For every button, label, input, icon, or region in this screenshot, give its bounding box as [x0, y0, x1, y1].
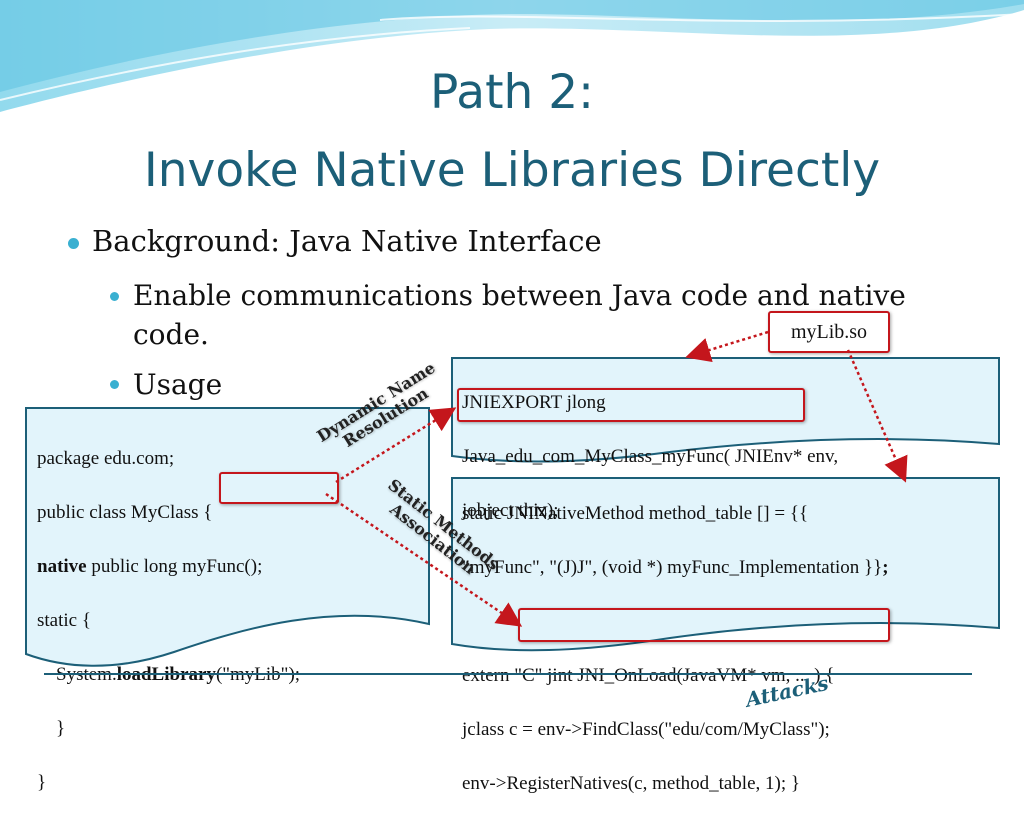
- bullet-dot-icon: [110, 380, 119, 389]
- mylib-so-label: myLib.so: [768, 311, 890, 353]
- code-line: env->RegisterNatives(c, method_table, 1)…: [462, 770, 889, 797]
- mylib-to-static-arrow: [846, 349, 908, 483]
- register-natives-call: RegisterNatives(c, method_table, 1); }: [506, 773, 800, 794]
- code-fragment: env->: [462, 773, 507, 794]
- bullet-enable-line-1: Enable communications between Java code …: [133, 279, 906, 312]
- bullet-usage: Usage: [133, 368, 223, 401]
- static-methods-document: [451, 477, 1000, 652]
- mylib-to-jni-arrow: [685, 330, 769, 363]
- code-fragment: public long: [86, 556, 183, 577]
- myfunc-highlight: [219, 472, 339, 504]
- jni-function-name: Java_edu_com_MyClass_myFunc(: [462, 446, 731, 467]
- jni-function-highlight: [457, 388, 805, 422]
- java-code-block: package edu.com; public class MyClass { …: [37, 418, 300, 823]
- code-line: public class MyClass {: [37, 502, 213, 523]
- code-line: native public long myFunc();: [37, 553, 300, 580]
- code-fragment: "myFunc", "(J)J", (void *) myFunc_Implem…: [462, 557, 883, 578]
- code-line: }: [37, 772, 47, 793]
- bullet-dot-icon: [68, 238, 79, 249]
- code-line: "myFunc", "(J)J", (void *) myFunc_Implem…: [462, 554, 889, 581]
- header-wave-decoration: [0, 0, 1024, 112]
- jni-export-block: JNIEXPORT jlong Java_edu_com_MyClass_myF…: [462, 362, 838, 551]
- code-line: extern "C" jint JNI_OnLoad(JavaVM* vm, .…: [462, 665, 835, 686]
- code-line: package edu.com;: [37, 448, 175, 469]
- code-line: JNIEXPORT jlong: [462, 392, 606, 413]
- static-association-arrow: [325, 492, 523, 627]
- code-line: }: [37, 718, 66, 739]
- connector-arrows: [325, 330, 908, 627]
- dynamic-resolution-arrow: [335, 407, 457, 484]
- code-line: jclass c = env->FindClass("edu/com/MyCla…: [462, 719, 830, 740]
- code-fragment: JNIEnv* env,: [730, 446, 839, 467]
- myfunc-declaration: myFunc();: [182, 556, 263, 577]
- code-line: Java_edu_com_MyClass_myFunc( JNIEnv* env…: [462, 443, 838, 470]
- slide-title-line-2: Invoke Native Libraries Directly: [143, 143, 881, 198]
- slide-title-line-1: Path 2:: [430, 65, 594, 120]
- code-line: static JNINativeMethod method_table [] =…: [462, 503, 809, 524]
- bullet-enable-line-2: code.: [133, 318, 209, 351]
- native-keyword: native: [37, 556, 87, 577]
- footer-divider: [44, 673, 972, 675]
- bullet-dot-icon: [110, 292, 119, 301]
- code-line: jobject thiz);: [462, 500, 559, 521]
- code-line: static {: [37, 610, 91, 631]
- bullet-background: Background: Java Native Interface: [92, 224, 602, 258]
- code-fragment: ;: [882, 557, 889, 578]
